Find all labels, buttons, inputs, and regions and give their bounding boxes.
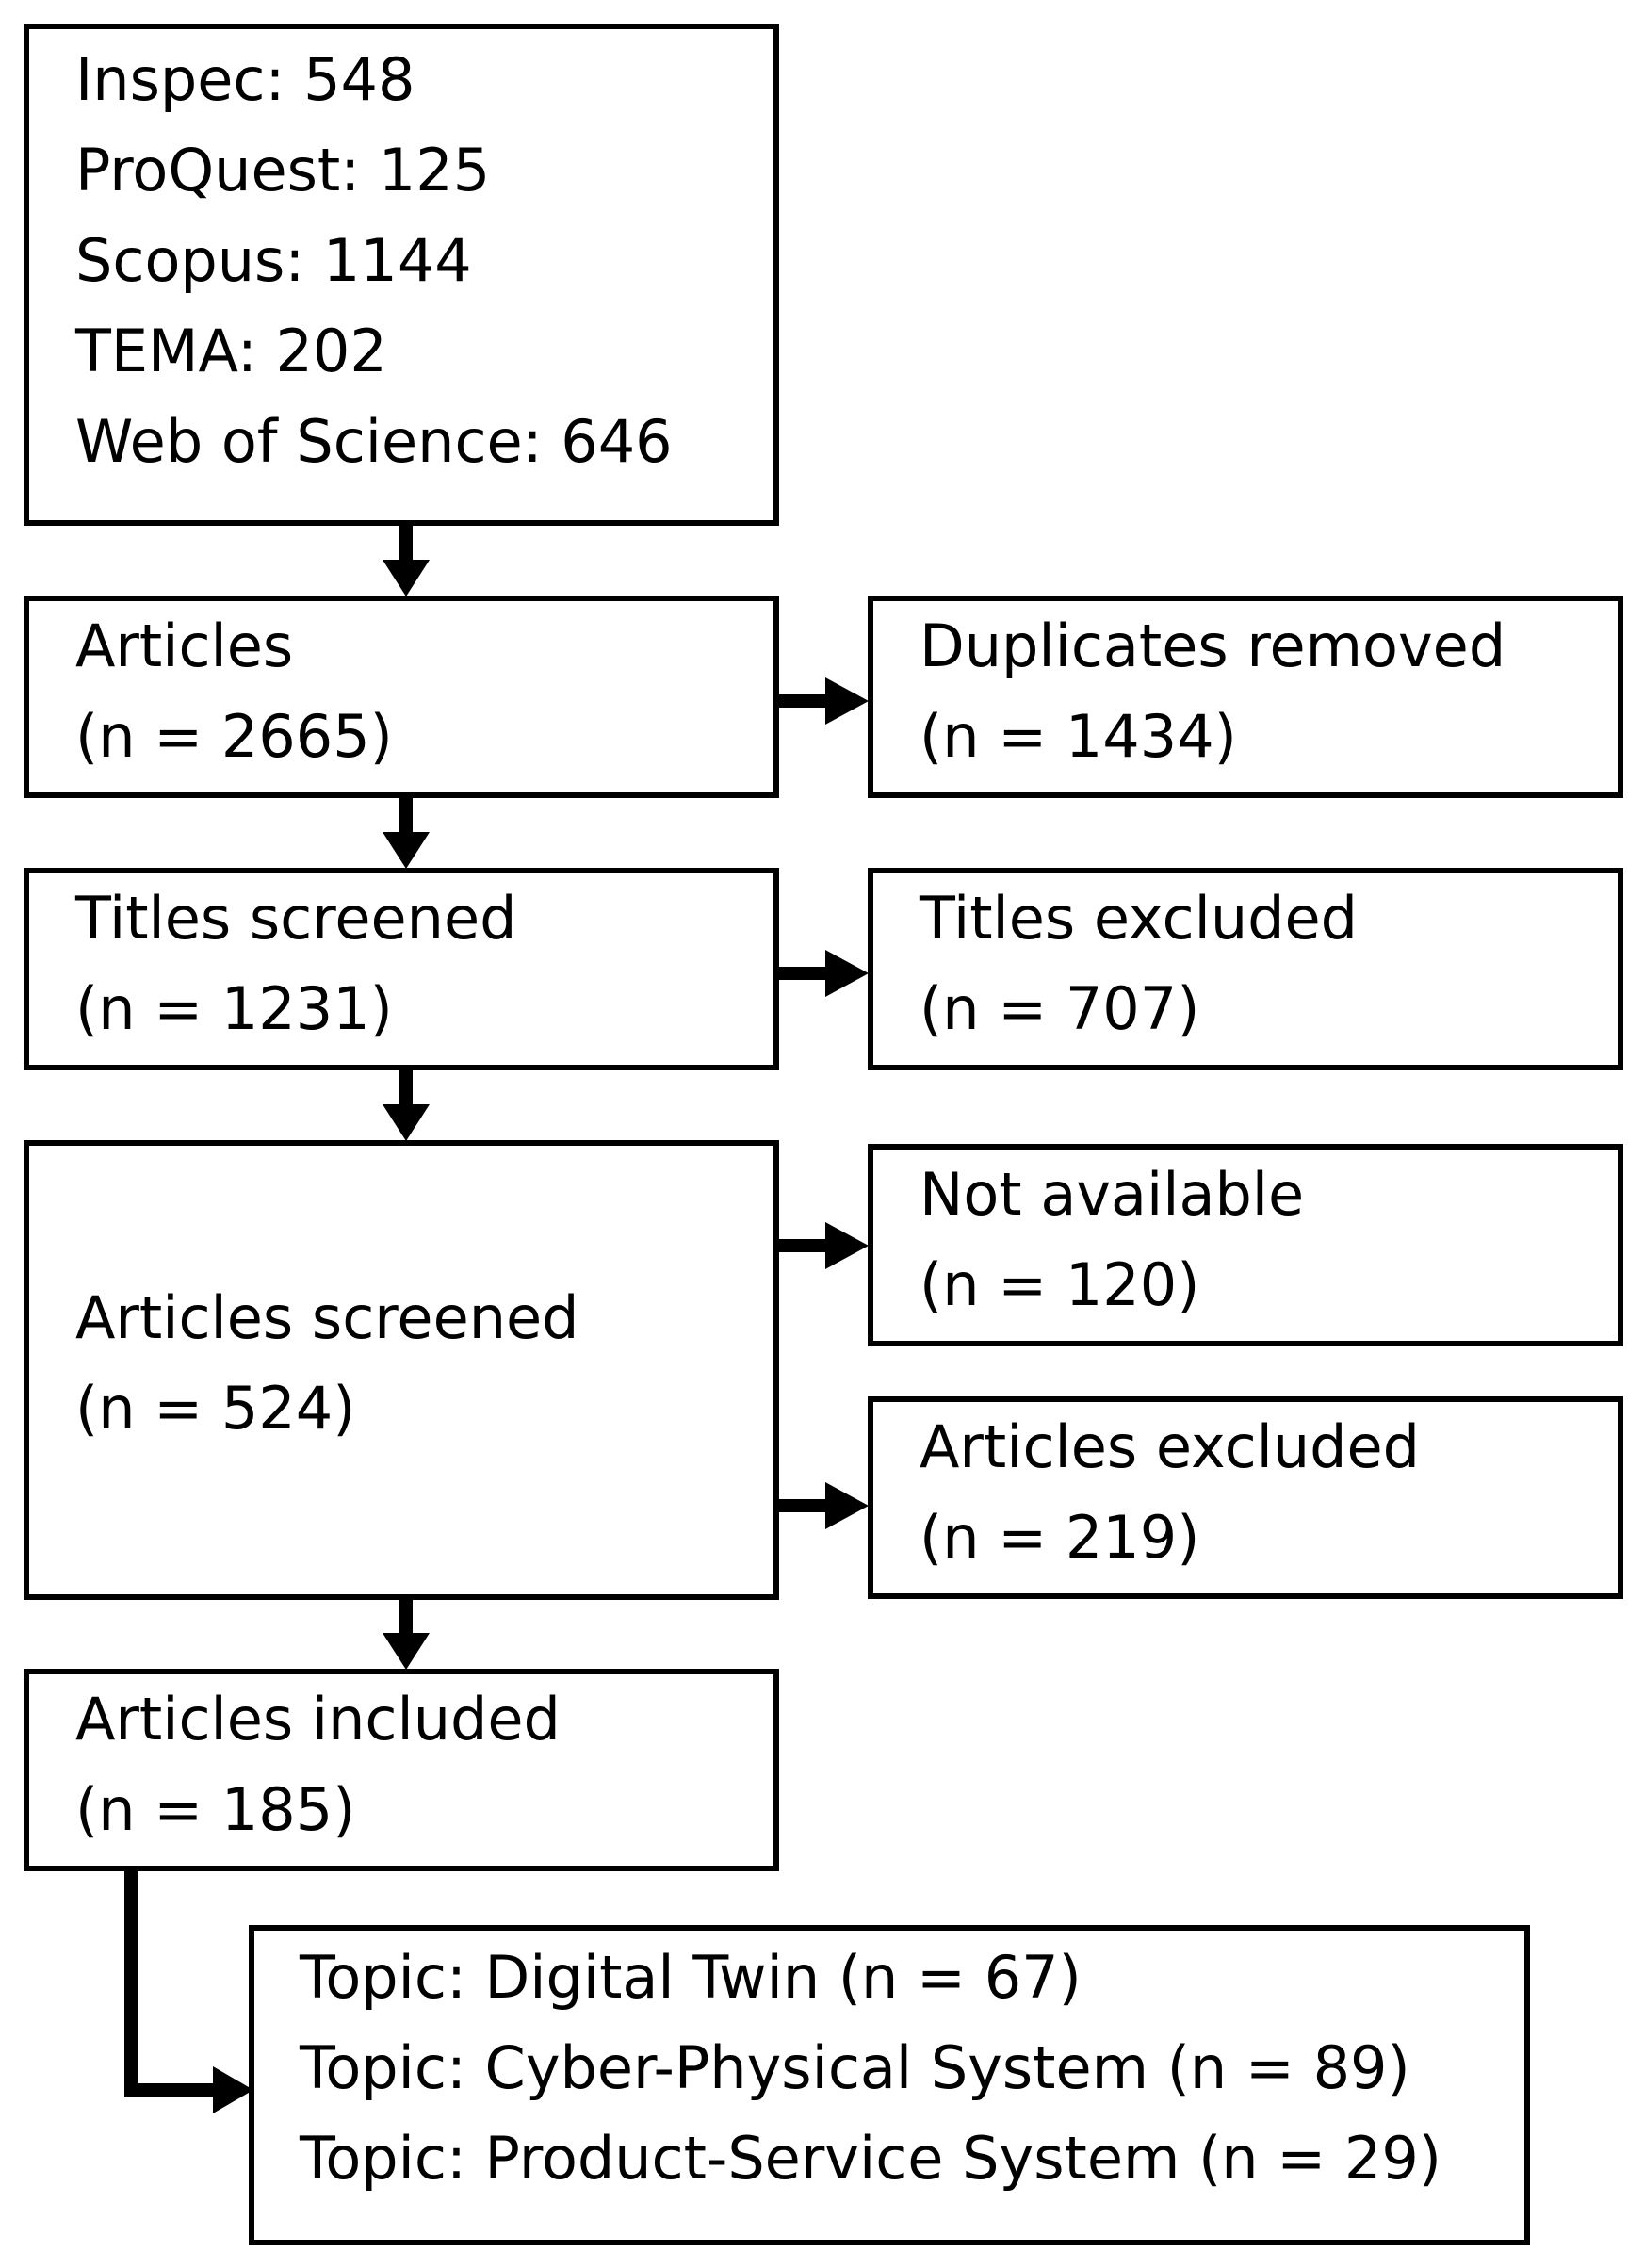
source-proquest: ProQuest: 125 <box>75 136 491 204</box>
articles-excluded-label: Articles excluded <box>920 1412 1421 1481</box>
titles-excluded-box: Titles excluded (n = 707) <box>868 868 1623 1070</box>
titles-excluded-label: Titles excluded <box>920 884 1358 953</box>
duplicates-removed-count: (n = 1434) <box>920 702 1237 771</box>
arrowhead-right <box>825 1482 869 1529</box>
arrowhead-down <box>383 832 430 869</box>
source-inspec: Inspec: 548 <box>75 45 415 114</box>
articles-screened-label: Articles screened <box>75 1283 579 1352</box>
arrowhead-right <box>825 1222 869 1269</box>
source-scopus: Scopus: 1144 <box>75 226 472 295</box>
articles-excluded-count: (n = 219) <box>920 1503 1200 1572</box>
arrowhead-down <box>383 1633 430 1670</box>
arrowhead-down <box>383 1104 430 1141</box>
titles-excluded-count: (n = 707) <box>920 974 1200 1043</box>
articles-screened-box: Articles screened (n = 524) <box>24 1140 779 1600</box>
articles-screened-count: (n = 524) <box>75 1374 356 1443</box>
topic-digital-twin: Topic: Digital Twin (n = 67) <box>300 1943 1082 2012</box>
arrowhead-down <box>383 560 430 596</box>
not-available-label: Not available <box>920 1160 1305 1229</box>
articles-included-box: Articles included (n = 185) <box>24 1669 779 1871</box>
articles-box: Articles (n = 2665) <box>24 596 779 798</box>
source-tema: TEMA: 202 <box>75 317 387 385</box>
articles-included-label: Articles included <box>75 1685 561 1754</box>
arrowhead-right <box>213 2066 253 2113</box>
duplicates-removed-box: Duplicates removed (n = 1434) <box>868 596 1623 798</box>
titles-screened-label: Titles screened <box>75 884 517 953</box>
connector-included-to-topics <box>124 1868 217 2097</box>
arrowhead-right <box>825 950 869 997</box>
duplicates-removed-label: Duplicates removed <box>920 612 1506 680</box>
sources-box: Inspec: 548 ProQuest: 125 Scopus: 1144 T… <box>24 24 779 526</box>
topics-box: Topic: Digital Twin (n = 67) Topic: Cybe… <box>249 1925 1530 2245</box>
not-available-count: (n = 120) <box>920 1250 1200 1319</box>
not-available-box: Not available (n = 120) <box>868 1144 1623 1346</box>
titles-screened-count: (n = 1231) <box>75 974 393 1043</box>
topic-cyber-physical-system: Topic: Cyber-Physical System (n = 89) <box>300 2033 1410 2102</box>
articles-count: (n = 2665) <box>75 702 393 771</box>
arrowhead-right <box>825 677 869 725</box>
articles-excluded-box: Articles excluded (n = 219) <box>868 1396 1623 1599</box>
articles-included-count: (n = 185) <box>75 1775 356 1844</box>
articles-label: Articles <box>75 612 294 680</box>
source-web-of-science: Web of Science: 646 <box>75 407 673 476</box>
titles-screened-box: Titles screened (n = 1231) <box>24 868 779 1070</box>
topic-product-service-system: Topic: Product-Service System (n = 29) <box>300 2124 1441 2193</box>
